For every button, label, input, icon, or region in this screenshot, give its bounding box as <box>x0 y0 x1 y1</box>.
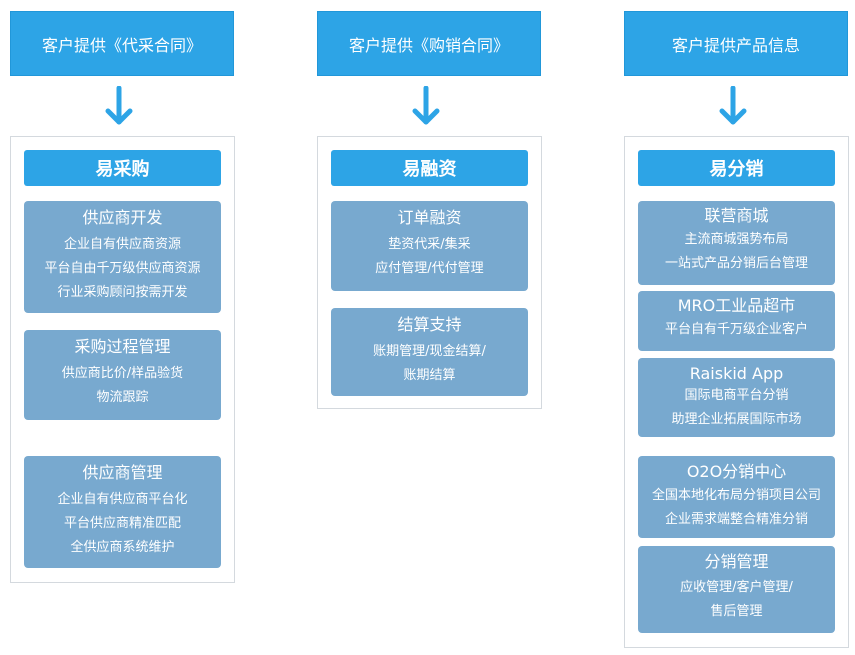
card-title: 供应商管理 <box>82 463 163 482</box>
card-title: 订单融资 <box>397 208 462 227</box>
card-title: O2O分销中心 <box>686 462 787 481</box>
card-title: 采购过程管理 <box>74 337 171 356</box>
card-line: 企业需求端整合精准分销 <box>664 512 808 527</box>
header-product-info: 客户提供产品信息 <box>624 11 848 76</box>
card-title: 结算支持 <box>397 315 462 334</box>
card-line: 售后管理 <box>710 604 763 619</box>
card-line: 企业自有供应商资源 <box>63 237 181 252</box>
card-line: 全国本地化布局分销项目公司 <box>651 488 821 503</box>
card-line: 企业自有供应商平台化 <box>57 492 188 507</box>
header-sales-contract: 客户提供《购销合同》 <box>317 11 541 76</box>
card-line: 垫资代采/集采 <box>388 237 471 252</box>
card-supplier-management: 供应商管理 企业自有供应商平台化 平台供应商精准匹配 全供应商系统维护 <box>24 456 221 568</box>
card-line: 平台供应商精准匹配 <box>63 516 181 531</box>
card-line: 供应商比价/样品验货 <box>61 366 184 381</box>
card-line: 账期管理/现金结算/ <box>373 344 486 359</box>
card-settlement-support: 结算支持 账期管理/现金结算/ 账期结算 <box>331 308 528 396</box>
panel-title: 易分销 <box>638 150 835 186</box>
card-supplier-development: 供应商开发 企业自有供应商资源 平台自由千万级供应商资源 行业采购顾问按需开发 <box>24 201 221 313</box>
card-title: 分销管理 <box>704 552 769 571</box>
card-line: 全供应商系统维护 <box>70 540 175 555</box>
card-distribution-management: 分销管理 应收管理/客户管理/ 售后管理 <box>638 546 835 633</box>
card-title: MRO工业品超市 <box>677 296 796 315</box>
card-line: 行业采购顾问按需开发 <box>57 285 188 300</box>
panel-title: 易采购 <box>24 150 221 186</box>
card-mro-supermarket: MRO工业品超市 平台自有千万级企业客户 <box>638 291 835 351</box>
panel-procurement: 易采购 供应商开发 企业自有供应商资源 平台自由千万级供应商资源 行业采购顾问按… <box>10 136 235 583</box>
card-line: 平台自有千万级企业客户 <box>664 322 808 337</box>
panel-title: 易融资 <box>331 150 528 186</box>
arrow-down-icon <box>719 86 747 125</box>
card-procurement-process: 采购过程管理 供应商比价/样品验货 物流跟踪 <box>24 330 221 420</box>
panel-distribution: 易分销 联营商城 主流商城强势布局 一站式产品分销后台管理 MRO工业品超市 平… <box>624 136 849 648</box>
card-line: 主流商城强势布局 <box>684 232 789 247</box>
card-title: 供应商开发 <box>82 208 163 227</box>
card-o2o-center: O2O分销中心 全国本地化布局分销项目公司 企业需求端整合精准分销 <box>638 456 835 538</box>
header-purchase-contract: 客户提供《代采合同》 <box>10 11 234 76</box>
card-line: 物流跟踪 <box>96 390 149 405</box>
card-line: 一站式产品分销后台管理 <box>664 256 808 271</box>
card-title: 联营商城 <box>704 206 769 225</box>
panel-financing: 易融资 订单融资 垫资代采/集采 应付管理/代付管理 结算支持 账期管理/现金结… <box>317 136 542 409</box>
card-joint-mall: 联营商城 主流商城强势布局 一站式产品分销后台管理 <box>638 201 835 285</box>
card-line: 平台自由千万级供应商资源 <box>44 261 201 276</box>
card-line: 应付管理/代付管理 <box>375 261 484 276</box>
card-line: 账期结算 <box>403 368 456 383</box>
card-line: 助理企业拓展国际市场 <box>671 412 802 427</box>
card-title: Raiskid App <box>689 364 784 383</box>
card-line: 国际电商平台分销 <box>684 388 789 403</box>
card-raiskid-app: Raiskid App 国际电商平台分销 助理企业拓展国际市场 <box>638 358 835 437</box>
arrow-down-icon <box>412 86 440 125</box>
arrow-down-icon <box>105 86 133 125</box>
card-line: 应收管理/客户管理/ <box>680 580 793 595</box>
card-order-financing: 订单融资 垫资代采/集采 应付管理/代付管理 <box>331 201 528 291</box>
